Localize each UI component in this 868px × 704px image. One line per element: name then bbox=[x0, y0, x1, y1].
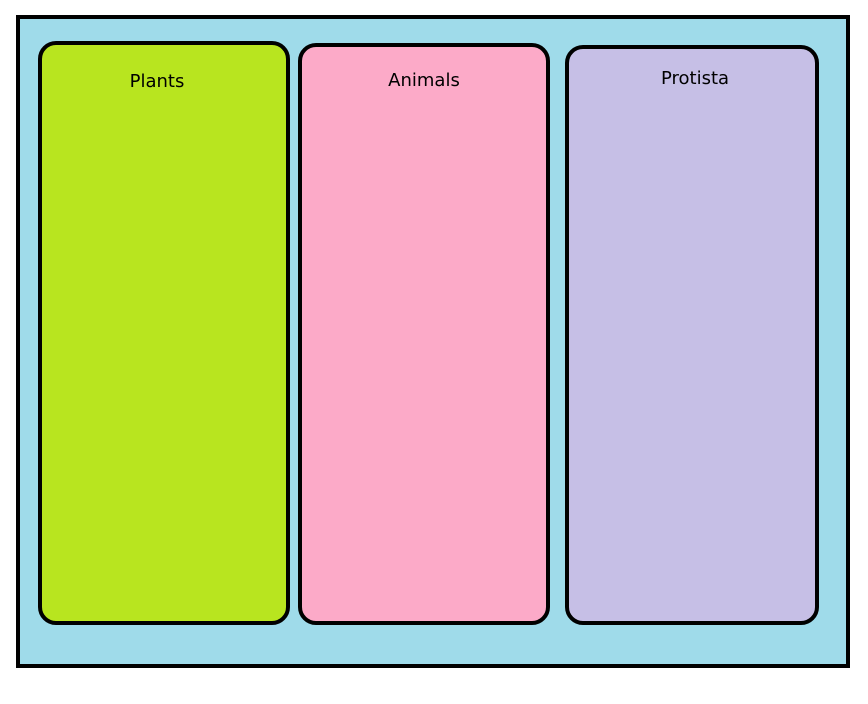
animals-column-label: Animals bbox=[388, 70, 460, 91]
plants-column-label: Plants bbox=[129, 71, 185, 92]
protista-column: Protista bbox=[565, 45, 819, 625]
animals-column: Animals bbox=[298, 43, 550, 625]
plants-column: Plants bbox=[38, 41, 290, 625]
protista-column-label: Protista bbox=[660, 68, 730, 89]
